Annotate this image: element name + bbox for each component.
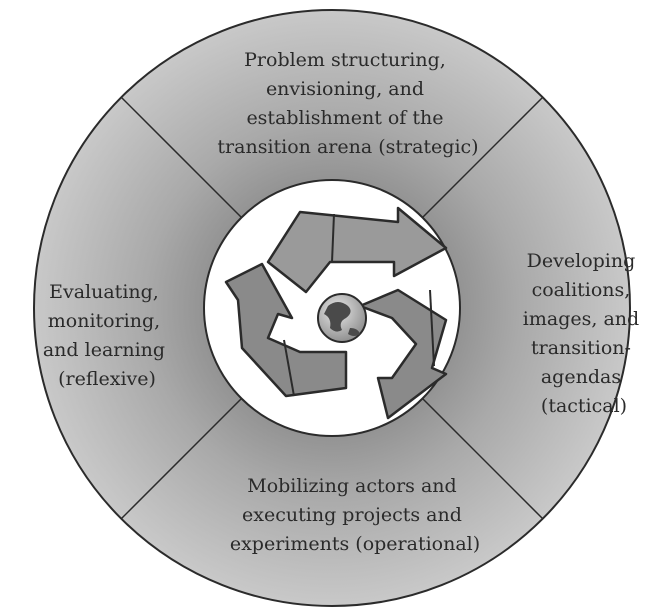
divider-top-left: [120, 96, 244, 220]
segment-bottom-line-1: Mobilizing actors and: [247, 475, 456, 497]
segment-bottom-text: Mobilizing actors and executing projects…: [230, 475, 480, 555]
segment-left-line-2: monitoring,: [48, 310, 160, 332]
segment-right-line-4: transition-: [531, 337, 631, 359]
divider-bottom-left: [120, 396, 244, 520]
segment-left-line-4: (reflexive): [58, 368, 156, 390]
globe-icon: [317, 293, 367, 343]
segment-bottom-line-3: experiments (operational): [230, 533, 480, 555]
segment-right-line-2: coalitions,: [532, 279, 631, 301]
arrow-top-icon: [266, 206, 448, 294]
segment-top-line-3: establishment of the: [246, 107, 443, 129]
segment-left-line-1: Evaluating,: [49, 281, 159, 303]
segment-right-line-1: Developing: [527, 250, 636, 272]
segment-right-line-6: (tactical): [541, 395, 627, 417]
segment-right-line-3: images, and: [523, 308, 639, 330]
divider-top-right: [420, 96, 544, 220]
segment-top-line-2: envisioning, and: [266, 78, 424, 100]
segment-left-line-3: and learning: [43, 339, 165, 361]
divider-bottom-right: [420, 396, 544, 520]
segment-top-text: Problem structuring, envisioning, and es…: [217, 49, 478, 158]
segment-top-line-1: Problem structuring,: [244, 49, 446, 71]
arrow-right-icon: [358, 288, 448, 420]
segment-bottom-line-2: executing projects and: [242, 504, 462, 526]
segment-right-text: Developing coalitions, images, and trans…: [523, 250, 645, 417]
segment-right-line-5: agendas: [541, 366, 621, 388]
segment-left-text: Evaluating, monitoring, and learning (re…: [43, 281, 171, 390]
recycling-arrows-icon: [224, 206, 448, 420]
segment-top-line-4: transition arena (strategic): [217, 136, 478, 158]
